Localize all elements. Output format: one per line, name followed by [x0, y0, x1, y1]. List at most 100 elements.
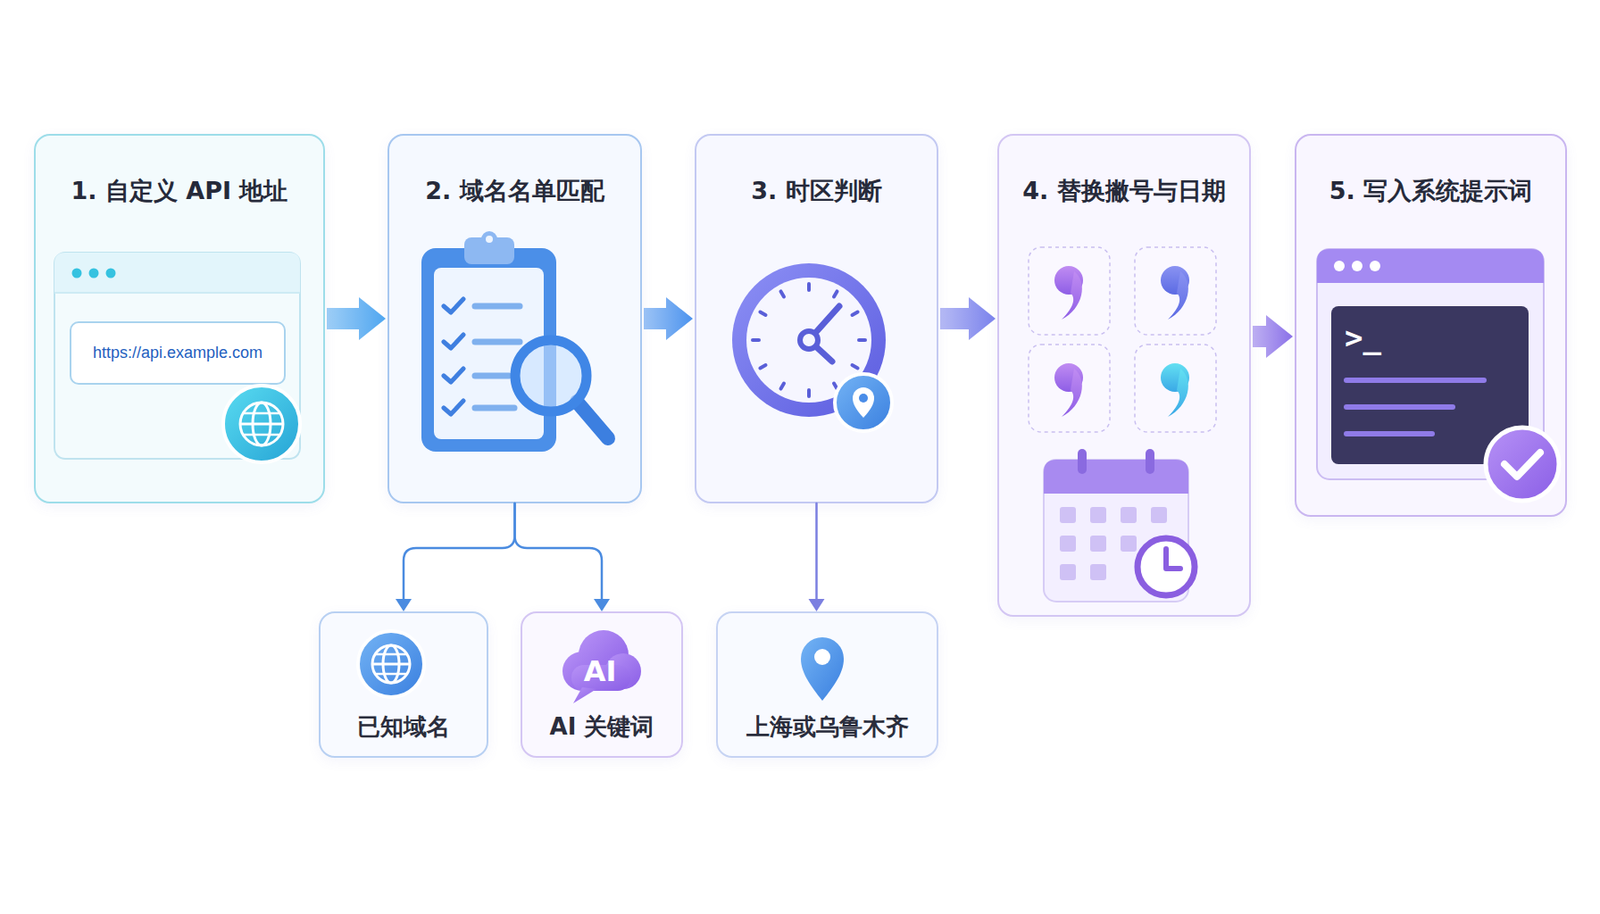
quote-cards-part-part: [1061, 271, 1083, 320]
result-box: 已知域名: [318, 611, 489, 759]
clock-icon-part-part: [781, 383, 785, 390]
step-box: 5. 写入系统提示词: [1294, 133, 1567, 517]
clipboard-icon-part: [464, 237, 515, 265]
globe-icon-part: [243, 433, 280, 437]
flow-connector: [808, 503, 825, 612]
globe-small-icon-part: [358, 631, 425, 698]
quote-cards-part-part: [1061, 368, 1083, 417]
clock-icon-part-part: [833, 383, 838, 390]
terminal-window-part: [1346, 404, 1453, 410]
arrow-head: [395, 599, 412, 612]
clock-icon-part-part: [852, 365, 859, 369]
branch-line: [403, 503, 516, 601]
step-box: 1. 自定义 API 地址 https://api.example.com: [33, 133, 325, 504]
clock-icon-part-part: [833, 291, 838, 297]
calendar-icon-part-part: [1090, 564, 1107, 581]
quote-cards-part: [1054, 266, 1084, 320]
globe-small-icon-part: [372, 663, 410, 667]
location-badge-part: [858, 393, 868, 403]
flow-connector: [515, 503, 611, 612]
quote-cards-part: [1134, 247, 1217, 335]
ai-cloud-icon-part: [571, 665, 631, 692]
flow-arrow: [643, 297, 693, 341]
flow-arrow: [940, 297, 996, 341]
browser-window-part: [54, 252, 300, 293]
clock-icon-part: [800, 331, 818, 350]
quote-cards-part: [1054, 363, 1084, 417]
location-badge-part: [834, 374, 892, 432]
result-box: AI 关键词: [520, 611, 684, 759]
quote-cards-part: [1028, 247, 1110, 335]
globe-small-icon-part: [383, 645, 400, 684]
calendar-icon-part: [1166, 549, 1181, 569]
globe-small-icon-part: [375, 673, 407, 676]
quote-cards-part: [1028, 344, 1110, 433]
clock-icon-part: [752, 283, 866, 397]
browser-window: [54, 252, 300, 459]
branch-line: [815, 503, 818, 601]
terminal-window-part: [1346, 377, 1484, 384]
quote-cards-part-part: [1167, 271, 1189, 320]
calendar-icon-part-part: [1059, 535, 1076, 552]
calendar-icon: [1043, 449, 1195, 602]
step-box: 4. 替换撇号与日期: [997, 133, 1251, 617]
calendar-icon-part-part: [1090, 507, 1107, 524]
calendar-icon-part: [1059, 507, 1167, 581]
calendar-icon-part-part: [1120, 507, 1137, 524]
clipboard-icon-part: [475, 373, 509, 380]
flow-connector: [940, 297, 996, 341]
ai-cloud-icon: [562, 630, 642, 704]
ai-cloud-icon-part: [562, 651, 602, 692]
clipboard-icon-part: [475, 339, 520, 346]
magnifier-icon-part: [576, 401, 609, 439]
step-title: 1. 自定义 API 地址: [35, 175, 324, 208]
magnifier-icon: [515, 340, 609, 439]
ai-cloud-icon-part: [578, 630, 629, 681]
clipboard-icon-part: [475, 303, 520, 310]
quote-cards-part-part: [1160, 266, 1190, 295]
browser-window-part: [106, 268, 117, 279]
quote-cards-part: [1134, 344, 1217, 433]
clock-icon-part: [808, 306, 840, 341]
calendar-icon-part-part: [1059, 507, 1076, 524]
terminal-window-part: [1351, 260, 1363, 272]
clipboard-icon-part: [485, 235, 493, 243]
step-title: 4. 替换撇号与日期: [999, 175, 1250, 208]
quote-cards: [1028, 247, 1217, 433]
calendar-icon-part: [1043, 459, 1189, 602]
terminal-window-part: [1346, 431, 1433, 437]
ai-cloud-icon-part: [573, 687, 597, 704]
check-badge-part: [1504, 452, 1541, 477]
step-title: 5. 写入系统提示词: [1296, 175, 1566, 208]
arrow-head: [593, 599, 610, 612]
clock-icon-part-part: [807, 390, 811, 397]
browser-window-part: [72, 268, 83, 279]
globe-icon-part: [240, 402, 284, 446]
clipboard-icon-part: [443, 334, 464, 349]
url-input-box: https://api.example.com: [69, 321, 286, 385]
clipboard-icon-part: [433, 267, 544, 440]
step-box: 3. 时区判断: [694, 133, 939, 504]
terminal-window-part: [1333, 260, 1345, 272]
terminal-window-part: [1369, 260, 1381, 272]
calendar-icon-part-part: [1059, 564, 1076, 581]
browser-window-part: [54, 252, 300, 459]
step-title: 2. 域名名单匹配: [389, 175, 641, 208]
browser-window-part: [89, 268, 100, 279]
check-badge-part: [1485, 427, 1559, 501]
calendar-icon-part-part: [1090, 535, 1107, 552]
clock-icon-part-part: [752, 338, 759, 342]
flow-connector: [643, 297, 693, 341]
globe-icon-part: [240, 423, 284, 426]
arrow-head: [808, 599, 825, 612]
quote-cards-part: [1160, 363, 1190, 417]
quote-cards-part: [1160, 266, 1190, 320]
url-text: https://api.example.com: [92, 343, 263, 363]
flow-arrow: [1252, 315, 1293, 359]
clipboard-icon-part: [421, 248, 557, 452]
clock-icon-part-part: [852, 312, 859, 317]
flow-connector: [1252, 315, 1293, 359]
clock-icon-part: [732, 263, 886, 417]
